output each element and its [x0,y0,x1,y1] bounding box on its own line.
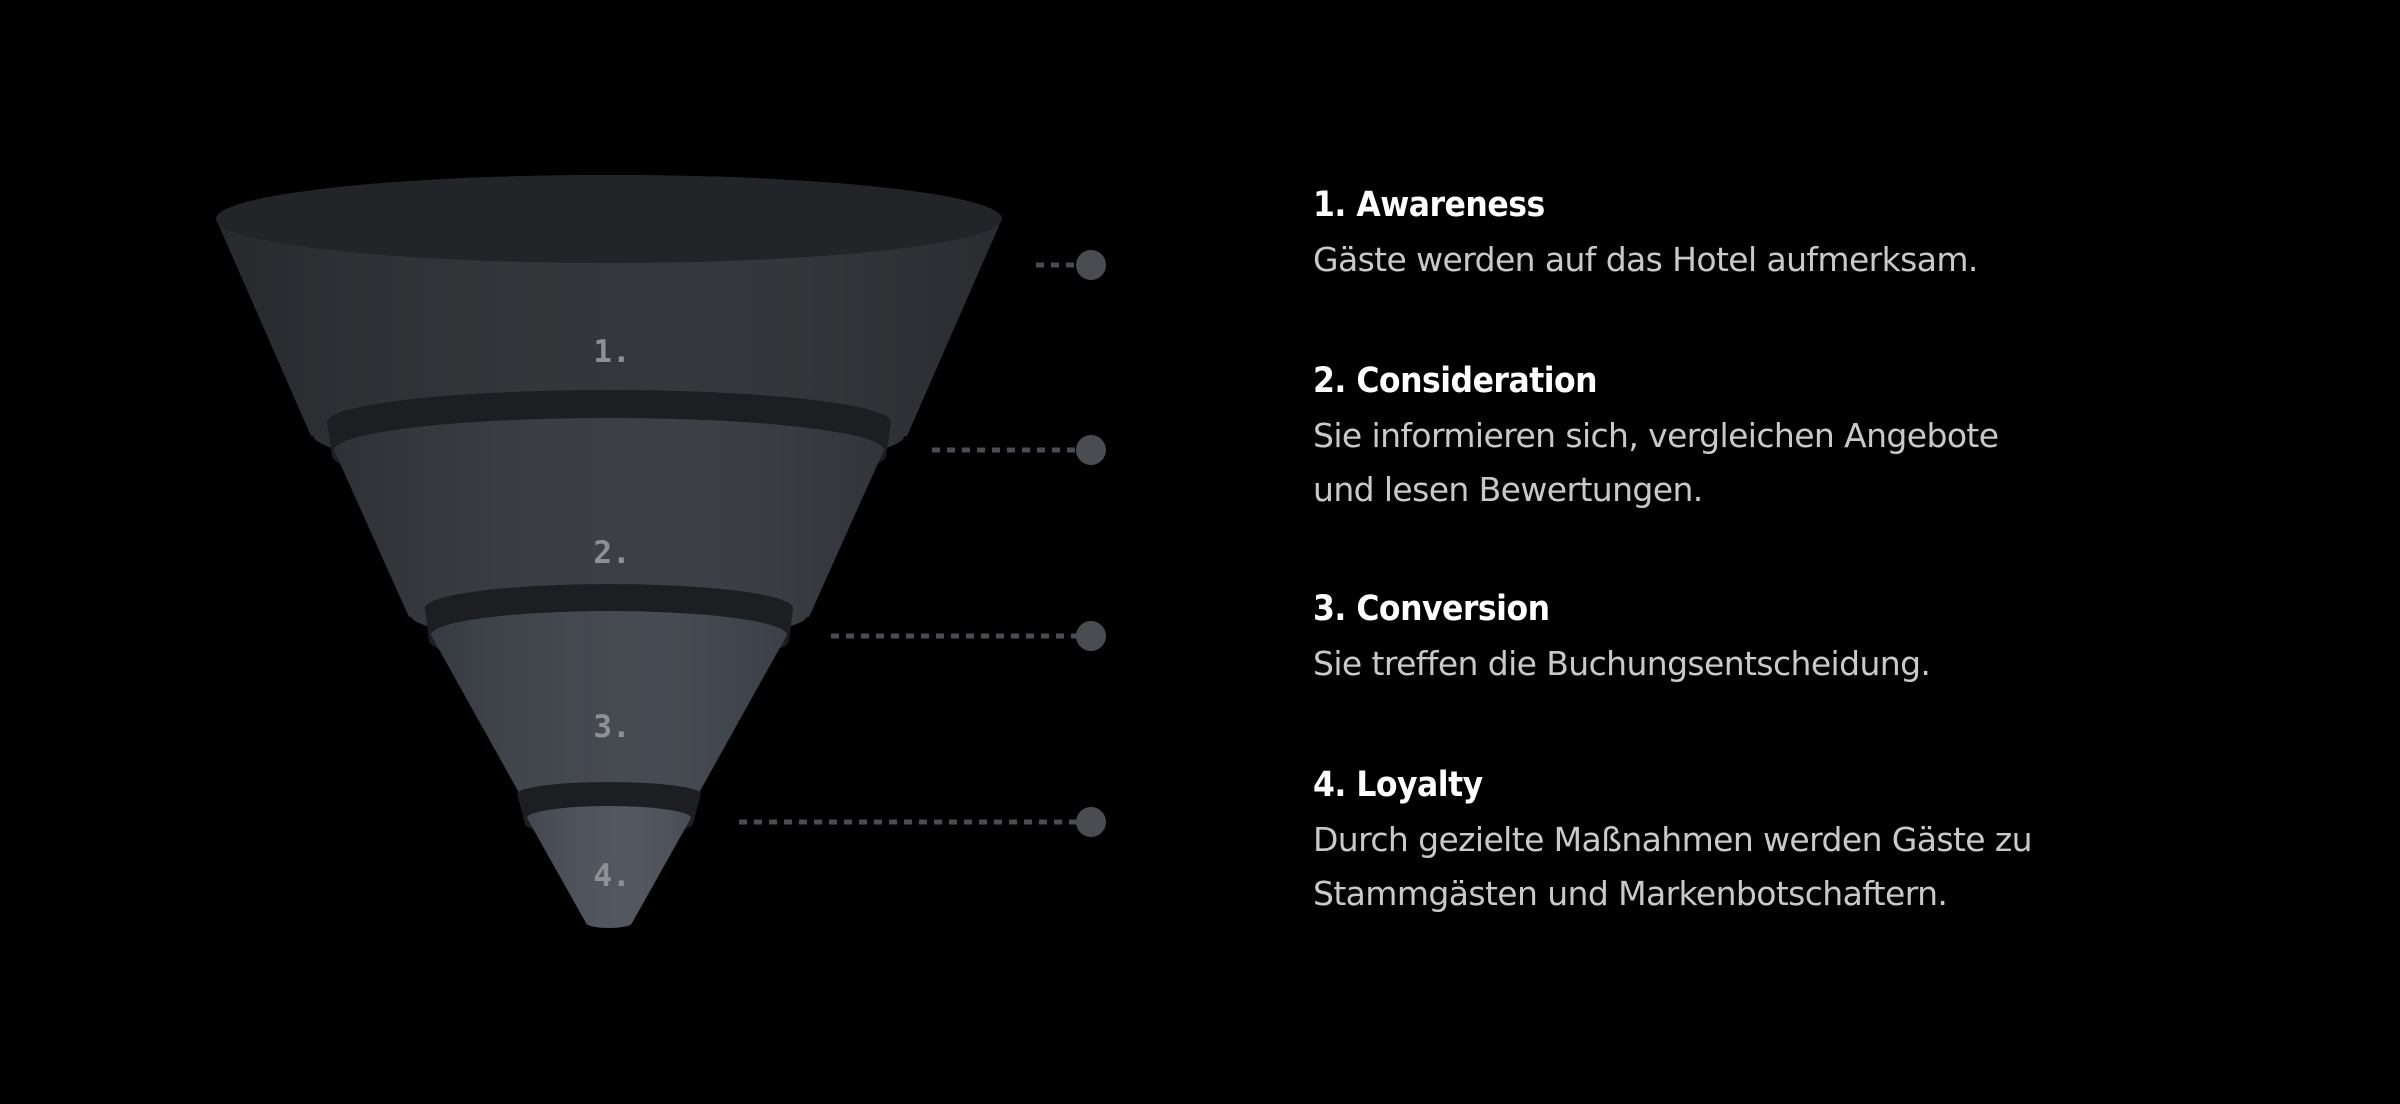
stage-description: Gäste werden auf das Hotel aufmerksam. [1313,240,1978,279]
stage-conversion: 3. Conversion Sie treffen die Buchungsen… [1313,587,2213,691]
funnel-top-opening [216,175,1002,263]
stage-description: Durch gezielte Maßnahmen werden Gäste zu… [1313,820,2033,913]
stage-description: Sie treffen die Buchungsentscheidung. [1313,644,1931,683]
stage-title: 4. Loyalty [1313,765,1483,805]
funnel-segment-shade [431,611,787,820]
connector-dot-4 [1076,807,1106,837]
stage-title: 3. Conversion [1313,589,1550,629]
stage-title: 1. Awareness [1313,185,1545,225]
connector-dot-1 [1076,250,1106,280]
funnel-segment-shade [334,418,884,645]
funnel-label-2: 2. [593,535,630,571]
stage-description: Sie informieren sich, vergleichen Angebo… [1313,416,1999,509]
funnel-segment-shade [527,806,691,928]
stage-consideration: 2. Consideration Sie informieren sich, v… [1313,359,2033,517]
connector-dot-2 [1076,435,1106,465]
funnel-label-1: 1. [593,334,630,370]
funnel-label-3: 3. [593,709,630,745]
stage-awareness: 1. Awareness Gäste werden auf das Hotel … [1313,183,2213,287]
connector-dot-3 [1076,621,1106,651]
stage-loyalty: 4. Loyalty Durch gezielte Maßnahmen werd… [1313,763,2073,921]
funnel-label-4: 4. [593,858,630,894]
stage-title: 2. Consideration [1313,361,1598,401]
